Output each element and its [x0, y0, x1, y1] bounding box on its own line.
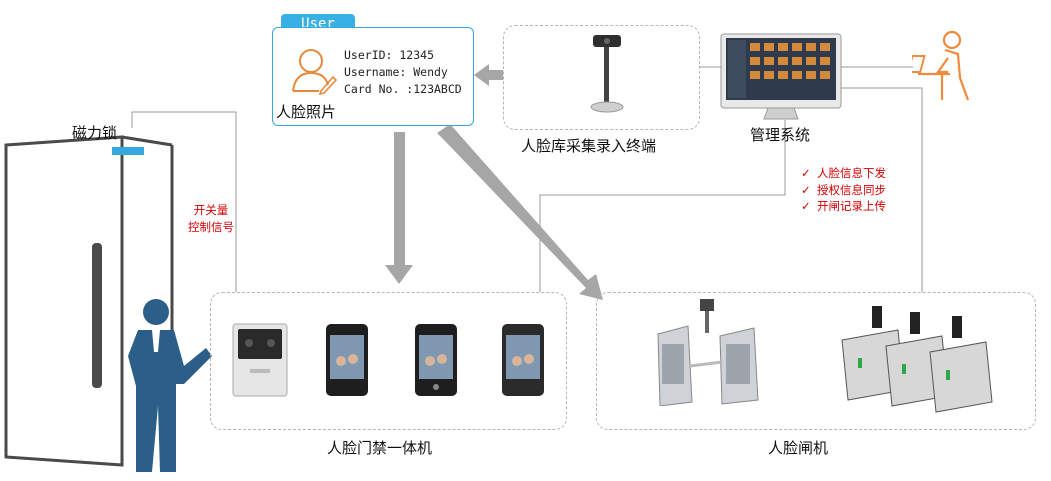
terminal-device-1 — [232, 323, 288, 397]
arrow-to-access — [385, 132, 413, 284]
magnetic-lock — [112, 147, 144, 155]
sync-item: ✓ 授权信息同步 — [801, 182, 886, 199]
check-icon: ✓ — [801, 166, 811, 180]
monitor-icon — [720, 33, 842, 120]
flap-gate-row — [841, 306, 993, 413]
face-photo-caption: 人脸照片 — [276, 103, 337, 121]
terminal-device-2 — [326, 324, 368, 396]
arrow-to-card — [474, 64, 503, 86]
enroll-terminal-label: 人脸库采集录入终端 — [521, 137, 657, 155]
user-info: UserID: 12345 Username: Wendy Card No. :… — [344, 47, 462, 98]
switch-signal-label: 开关量 控制信号 — [188, 202, 234, 236]
lock-label: 磁力锁 — [72, 124, 118, 142]
management-label: 管理系统 — [750, 126, 811, 144]
gate-box — [596, 292, 1036, 430]
user-card — [272, 27, 474, 126]
check-icon: ✓ — [801, 182, 811, 197]
sync-item-text: 授权信息同步 — [817, 182, 886, 197]
arrow-to-gate — [437, 124, 603, 300]
check-icon: ✓ — [801, 199, 811, 213]
switch-signal-line2: 控制信号 — [188, 220, 234, 234]
user-avatar-icon — [292, 49, 337, 95]
enroll-terminal-box — [503, 25, 700, 130]
camera-stand-icon — [590, 35, 624, 113]
swing-gate-pair — [657, 299, 759, 406]
access-terminal-label: 人脸门禁一体机 — [327, 439, 433, 457]
lock-wire — [131, 111, 237, 292]
sync-item-text: 开闸记录上传 — [817, 199, 886, 213]
terminal-device-4 — [502, 324, 544, 396]
mgmt-gate-wire — [840, 87, 923, 292]
mgmt-access-wire — [539, 120, 786, 292]
sync-item: ✓ 开闸记录上传 — [801, 198, 886, 215]
sync-list: ✓ 人脸信息下发 ✓ 授权信息同步 ✓ 开闸记录上传 — [801, 165, 886, 215]
user-name: Username: Wendy — [344, 65, 448, 79]
sync-item: ✓ 人脸信息下发 — [801, 165, 886, 182]
gate-label: 人脸闸机 — [768, 439, 829, 457]
access-terminal-box — [210, 292, 567, 430]
switch-signal-line1: 开关量 — [193, 203, 229, 217]
operator-icon — [912, 30, 970, 101]
person-figure — [128, 299, 212, 472]
user-id: UserID: 12345 — [344, 48, 435, 62]
user-card-no: Card No. :123ABCD — [344, 82, 462, 96]
terminal-device-3 — [415, 324, 457, 396]
sync-item-text: 人脸信息下发 — [817, 166, 886, 180]
